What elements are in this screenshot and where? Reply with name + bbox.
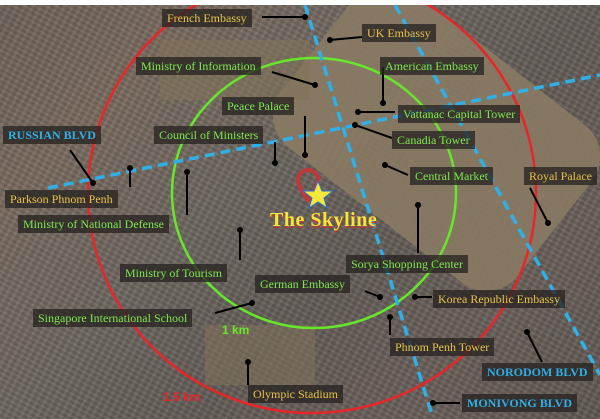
satellite-map[interactable]: The Skyline RUSSIAN BLVD NORODOM BLVD MO… [0, 5, 600, 419]
road-label-norodom-blvd: NORODOM BLVD [482, 363, 593, 381]
landmark-german-embassy: German Embassy [255, 275, 350, 293]
road-label-monivong-blvd: MONIVONG BLVD [462, 394, 577, 412]
landmark-council-of-ministers: Council of Ministers [154, 126, 264, 144]
landmark-vattanac-capital-tower: Vattanac Capital Tower [398, 105, 521, 123]
landmark-canadia-tower: Canadia Tower [392, 131, 475, 149]
landmark-royal-palace: Royal Palace [524, 167, 597, 185]
ring-label-1km: 1 km [222, 323, 250, 337]
landmark-peace-palace: Peace Palace [222, 97, 295, 115]
landmark-olympic-stadium: Olympic Stadium [248, 385, 343, 403]
landmark-sorya-shopping-center: Sorya Shopping Center [346, 255, 468, 273]
landmark-ministry-of-information: Ministry of Information [136, 57, 261, 75]
landmark-phnom-penh-tower: Phnom Penh Tower [390, 338, 495, 356]
center-label: The Skyline [270, 209, 378, 231]
leader-lines [69, 14, 551, 406]
ring-1km [170, 56, 458, 330]
stadium-grounds [205, 325, 315, 385]
landmark-uk-embassy: UK Embassy [362, 24, 436, 42]
landmark-ministry-of-tourism: Ministry of Tourism [120, 264, 227, 282]
landmark-american-embassy: American Embassy [380, 57, 484, 75]
landmark-ministry-of-national-defense: Ministry of National Defense [18, 215, 169, 233]
landmark-singapore-international-school: Singapore International School [33, 309, 193, 327]
landmark-korea-republic-embassy: Korea Republic Embassy [433, 290, 565, 308]
road-russian-blvd [47, 73, 600, 190]
road-label-russian-blvd: RUSSIAN BLVD [3, 126, 101, 144]
landmark-french-embassy: French Embassy [162, 9, 252, 27]
landmark-central-market: Central Market [410, 167, 493, 185]
landmark-parkson-phnom-penh: Parkson Phnom Penh [5, 190, 118, 208]
ring-label-1-5km: 1.5 km [163, 390, 201, 404]
star-icon [301, 179, 335, 210]
